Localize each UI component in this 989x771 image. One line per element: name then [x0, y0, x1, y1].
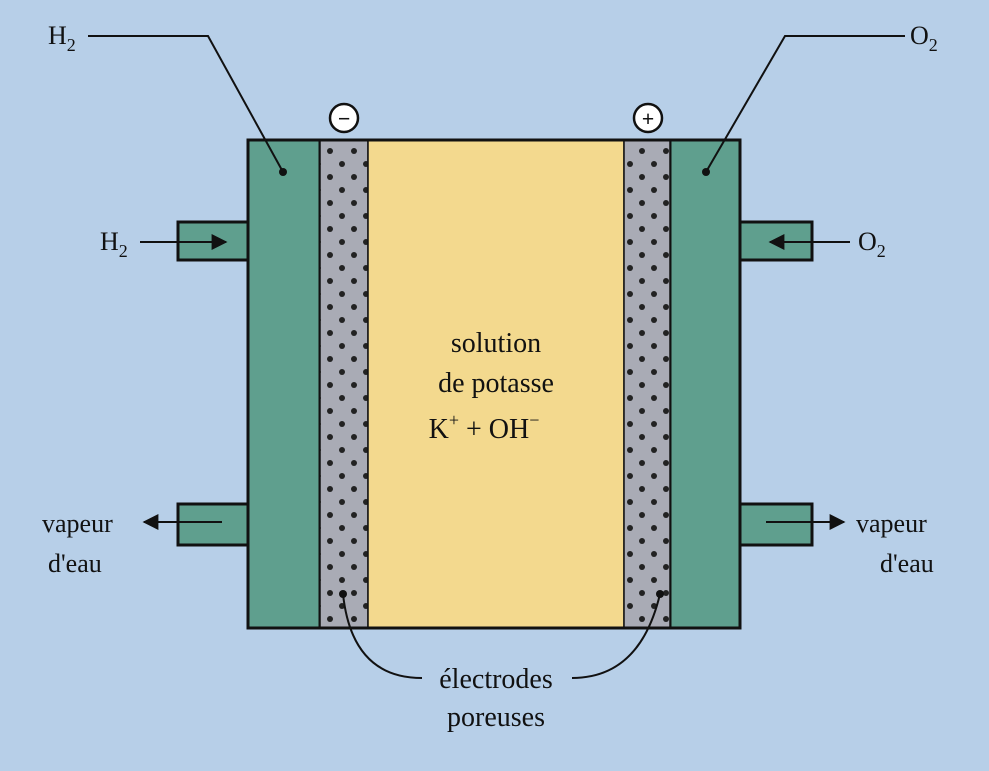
- svg-text:H2: H2: [48, 21, 76, 55]
- left-water-vapor-outlet: vapeur d'eau: [42, 509, 222, 578]
- electrolyte-label: solution de potasse K+ + OH−: [429, 328, 554, 445]
- svg-text:solution: solution: [451, 328, 541, 359]
- svg-text:O2: O2: [858, 227, 886, 261]
- svg-text:d'eau: d'eau: [48, 549, 102, 578]
- right-water-vapor-outlet: vapeur d'eau: [766, 509, 934, 578]
- svg-text:vapeur: vapeur: [42, 509, 113, 538]
- svg-text:électrodes: électrodes: [439, 664, 553, 695]
- svg-text:poreuses: poreuses: [447, 702, 545, 733]
- svg-text:vapeur: vapeur: [856, 509, 927, 538]
- h2-inlet-arrow: H2: [100, 227, 228, 261]
- svg-text:K+ + OH−: K+ + OH−: [429, 410, 540, 445]
- positive-terminal-icon: +: [632, 102, 664, 134]
- svg-text:−: −: [338, 106, 351, 131]
- svg-text:O2: O2: [910, 21, 938, 55]
- svg-text:d'eau: d'eau: [880, 549, 934, 578]
- o2-inlet-arrow: O2: [768, 227, 886, 261]
- svg-text:de potasse: de potasse: [438, 368, 554, 399]
- porous-electrodes-label: électrodes poreuses: [339, 590, 664, 733]
- h2-chamber-label: H2: [48, 21, 287, 176]
- svg-text:H2: H2: [100, 227, 128, 261]
- svg-text:+: +: [642, 106, 655, 131]
- o2-chamber-label: O2: [702, 21, 938, 176]
- negative-terminal-icon: −: [328, 102, 360, 134]
